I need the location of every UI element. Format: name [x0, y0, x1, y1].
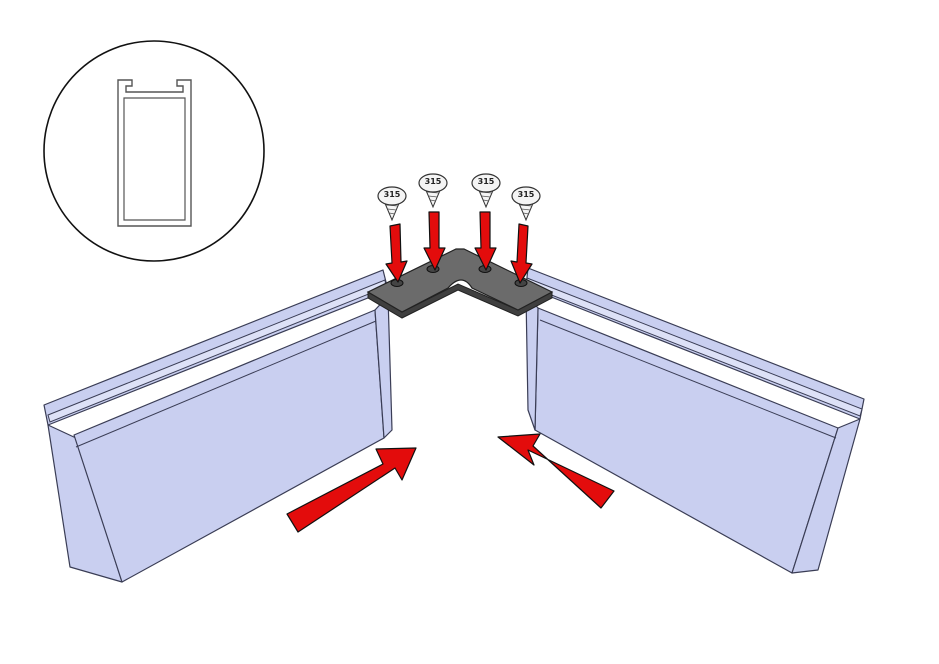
right-profile-inner-wall: [791, 418, 861, 574]
bracket-plate-side: [367, 283, 553, 319]
screw-4: 315: [511, 186, 541, 222]
bracket-plate-top: [366, 248, 554, 313]
screw-1: 315: [377, 186, 407, 222]
left-profile-edge-line: [75, 320, 377, 448]
screw-head: [377, 186, 407, 206]
screw-thread: [521, 208, 531, 211]
right-profile: [525, 267, 865, 574]
down-arrow-1: [385, 223, 408, 283]
down-arrow-3: [474, 211, 497, 271]
screw-head: [471, 173, 501, 193]
screw-label: 315: [518, 190, 535, 199]
screw-3: 315: [471, 173, 501, 209]
screw-thread: [523, 212, 529, 215]
screw-label: 315: [478, 177, 495, 186]
screw-label: 315: [425, 177, 442, 186]
screw-thread: [387, 208, 397, 211]
screw-thread: [481, 195, 491, 198]
screw-label: 315: [384, 190, 401, 199]
profile-section-inner: [123, 97, 186, 221]
screw-thread: [483, 199, 489, 202]
push-arrow-right: [497, 433, 615, 509]
screw-2: 315: [418, 173, 448, 209]
screw-thread: [430, 199, 436, 202]
screws: 315 315 315 315: [377, 173, 541, 222]
screw-head: [418, 173, 448, 193]
down-arrow-2: [423, 211, 446, 271]
screw-head: [511, 186, 541, 206]
left-profile: [43, 269, 393, 583]
push-arrow-left: [286, 447, 417, 533]
screw-thread: [428, 195, 438, 198]
screw-arrows: [385, 211, 533, 284]
down-arrow-4: [510, 223, 533, 284]
right-profile-edge-line: [539, 319, 837, 439]
screw-thread: [389, 212, 395, 215]
cross-section-inset: [43, 40, 265, 262]
